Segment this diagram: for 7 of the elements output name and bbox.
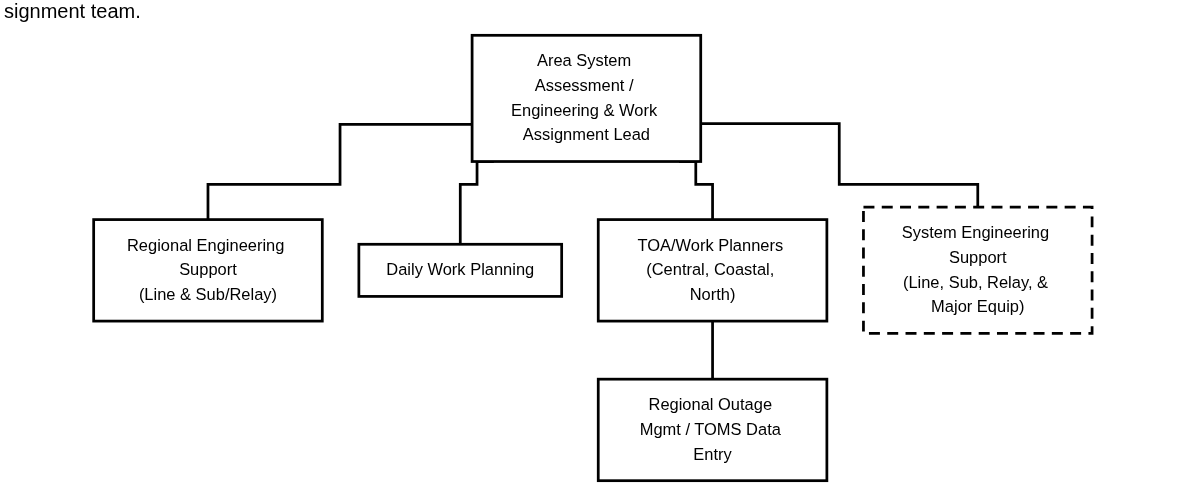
node-box: System Engineering Support (Line, Sub, Relay, & Major Equip) (861, 205, 1094, 335)
note-text: signment team. (4, 0, 141, 22)
node-box: Regional Engineering Support (Line & Sub/Relay) (91, 218, 324, 323)
node-box: TOA/Work Planners (Central, Coastal, North) (596, 218, 828, 323)
node-box: Daily Work Planning (357, 242, 563, 298)
node-box: Area System Assessment / Engineering & Work Assignment Lead (470, 33, 702, 163)
node-box: Regional Outage Mgmt / TOMS Data Entry (596, 377, 828, 483)
